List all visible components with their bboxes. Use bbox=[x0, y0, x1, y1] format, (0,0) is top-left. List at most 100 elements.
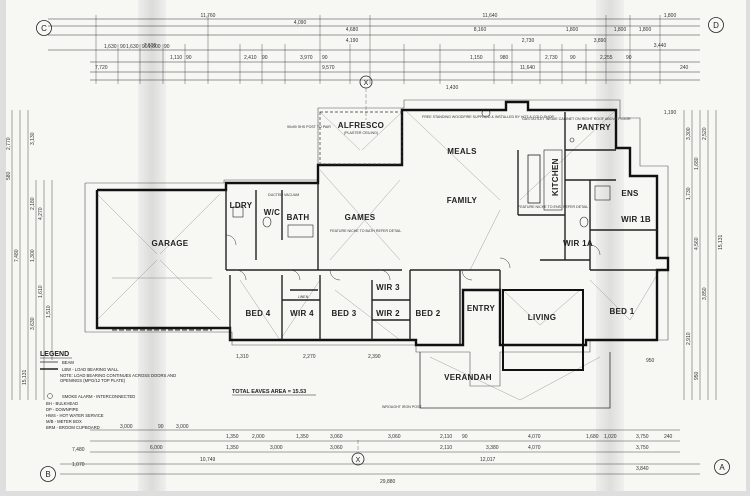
note-feature-niche-ens: FEATURE NICHE TO ENS. REFER DETAIL bbox=[518, 205, 588, 209]
room-wir-2: WIR 2 bbox=[376, 309, 400, 318]
dim-top-row4-9: 90 bbox=[262, 55, 268, 61]
room-family: FAMILY bbox=[447, 196, 478, 205]
room-ensuite: ENS bbox=[621, 189, 639, 198]
dim-top-row5-a: 7,720 bbox=[95, 65, 108, 71]
dim-right-2: 2,520 bbox=[702, 127, 708, 140]
legend-item-note: NOTE: LOAD BEARING CONTINUES ACROSS DOOR… bbox=[60, 373, 177, 383]
dim-top-row2-b: 4,680 bbox=[346, 27, 359, 33]
dim-3840: 3,840 bbox=[636, 466, 649, 472]
dim-bottom-row2: 6,000 1,350 3,000 3,060 2,110 3,380 4,07… bbox=[150, 445, 649, 451]
dim-left-3: 2,180 bbox=[30, 197, 36, 210]
dim-top-row4-6: 1,110 bbox=[170, 55, 182, 61]
dim-bottom-row3-right: 12,017 bbox=[480, 457, 496, 463]
grid-marker-a: A bbox=[714, 459, 730, 475]
dim-left-9: 1,510 bbox=[46, 305, 52, 318]
dim-bottom-1070: 1,070 bbox=[72, 462, 85, 468]
dim-right-labels: 3,300 1,680 2,520 1,730 4,560 15,131 3,8… bbox=[686, 127, 724, 380]
grid-marker-x-top-label: X bbox=[364, 80, 369, 87]
dimension-lines-left bbox=[11, 110, 53, 400]
dim-1310: 1,310 bbox=[236, 354, 249, 360]
living-room-walls bbox=[502, 289, 584, 371]
dim-left-10: 15,131 bbox=[22, 369, 28, 385]
room-wir-1a: WIR 1A bbox=[563, 239, 593, 248]
smoke-alarm-icon bbox=[47, 393, 53, 399]
dim-left-2: 580 bbox=[6, 171, 12, 180]
legend-item-hws: HWS - HOT WATER SERVICE bbox=[46, 413, 104, 418]
dim-top-row4-17: 90 bbox=[626, 55, 632, 61]
dim-top-row2-c: 8,160 bbox=[474, 27, 487, 33]
dim-bottom-overall: 29,880 bbox=[380, 479, 396, 485]
dim-bottom-row1-9: 90 bbox=[462, 434, 468, 440]
kitchen-island bbox=[527, 154, 541, 204]
dim-bottom-row1-12: 1,020 bbox=[604, 434, 617, 440]
dim-bottom-row1-0: 3,000 bbox=[120, 424, 133, 430]
dim-bottom-7480: 7,480 bbox=[72, 447, 85, 453]
dim-top-row4-8: 2,410 bbox=[244, 55, 257, 61]
room-bed-4: BED 4 bbox=[245, 309, 270, 318]
dim-top-row5-d: 240 bbox=[680, 65, 689, 71]
note-woodfire: FREE STANDING WOODFIRE SUPPLIED & INSTAL… bbox=[422, 115, 555, 119]
dim-top-row4-5: 90 bbox=[164, 44, 170, 50]
dim-bottom-row1-8: 2,110 bbox=[440, 434, 452, 440]
legend-item-smoke: SMOKE ALARM - INTERCONNECTED bbox=[62, 394, 135, 399]
dim-bottom-row1-10: 4,070 bbox=[528, 434, 541, 440]
dim-top-row1-left: 11,760 bbox=[201, 13, 216, 19]
room-wir-3: WIR 3 bbox=[376, 283, 400, 292]
dim-top-row4-15: 90 bbox=[570, 55, 576, 61]
interior-walls bbox=[225, 112, 657, 345]
note-feature-niche-bath: FEATURE NICHE TO BATH REFER DETAIL bbox=[330, 229, 401, 233]
dim-bottom-row2-6: 4,070 bbox=[528, 445, 541, 451]
room-kitchen: KITCHEN bbox=[551, 158, 560, 196]
dimension-lines-bottom bbox=[60, 429, 700, 475]
dim-top-row1-end: 1,800 bbox=[664, 13, 677, 19]
dimension-lines-right bbox=[683, 110, 717, 400]
dimension-lines-top bbox=[48, 18, 700, 81]
dim-bottom-row1-2: 3,000 bbox=[176, 424, 189, 430]
dim-top-row1-right: 11,640 bbox=[483, 13, 498, 19]
grid-marker-d-label: D bbox=[713, 21, 719, 30]
bathtub-icon bbox=[287, 224, 314, 238]
room-living: LIVING bbox=[528, 313, 556, 322]
dim-left-7: 1,610 bbox=[38, 285, 44, 298]
laundry-tub-icon bbox=[232, 206, 244, 218]
paper-fold-left bbox=[138, 0, 166, 491]
grid-marker-x-bottom-label: X bbox=[356, 457, 361, 464]
grid-marker-b-label: B bbox=[45, 470, 50, 479]
dim-bottom-row2-2: 3,000 bbox=[270, 445, 283, 451]
dim-right-1: 1,680 bbox=[694, 157, 700, 170]
verandah-roof-outline bbox=[419, 352, 611, 409]
room-laundry: LDRY bbox=[230, 201, 253, 210]
room-wir-1b: WIR 1B bbox=[621, 215, 651, 224]
dim-1190: 1,190 bbox=[664, 110, 677, 116]
legend-item-dp: DP - DOWNPIPE bbox=[46, 407, 78, 412]
alfresco-outline bbox=[319, 111, 403, 165]
room-linen: LINEN bbox=[298, 295, 309, 299]
roof-hip-lines bbox=[96, 109, 661, 401]
dim-950: 950 bbox=[646, 358, 655, 364]
dim-top-row4-16: 2,255 bbox=[600, 55, 613, 61]
dim-2390: 2,390 bbox=[368, 354, 381, 360]
dim-left-8: 3,630 bbox=[30, 317, 36, 330]
legend: LEGEND BEAM LBW - LOAD BEARING WALL NOTE… bbox=[40, 351, 177, 430]
grid-marker-c-label: C bbox=[41, 24, 47, 33]
room-alfresco: ALFRESCO bbox=[338, 121, 384, 130]
room-games: GAMES bbox=[345, 213, 376, 222]
dim-right-6: 3,850 bbox=[702, 287, 708, 300]
dim-top-row3-d: 3,890 bbox=[594, 38, 607, 44]
dim-top-row4-4: 1,800 bbox=[148, 44, 161, 50]
dim-top-row4-12: 1,150 bbox=[470, 55, 483, 61]
dim-top-row4-10: 3,970 bbox=[300, 55, 313, 61]
dim-top-row5-c: 11,640 bbox=[520, 65, 535, 71]
legend-item-bh: BH - BULKHEAD bbox=[46, 401, 78, 406]
door-swings bbox=[225, 234, 601, 281]
note-wrought-post: WROUGHT IRON POST bbox=[382, 405, 422, 409]
dim-top-row3-a: 7,605 bbox=[144, 43, 157, 49]
dim-top-row4: 1,630 90 1,630 90 1,800 90 1,110 90 2,41… bbox=[104, 44, 632, 61]
room-wir-4: WIR 4 bbox=[290, 309, 314, 318]
dim-bottom-row2-4: 2,110 bbox=[440, 445, 452, 451]
kitchen-bench bbox=[543, 149, 563, 211]
room-entry: ENTRY bbox=[467, 304, 496, 313]
room-wc: W/C bbox=[264, 208, 280, 217]
toilet-icon bbox=[262, 216, 272, 228]
legend-item-mb: M/B - METER BOX bbox=[46, 419, 82, 424]
